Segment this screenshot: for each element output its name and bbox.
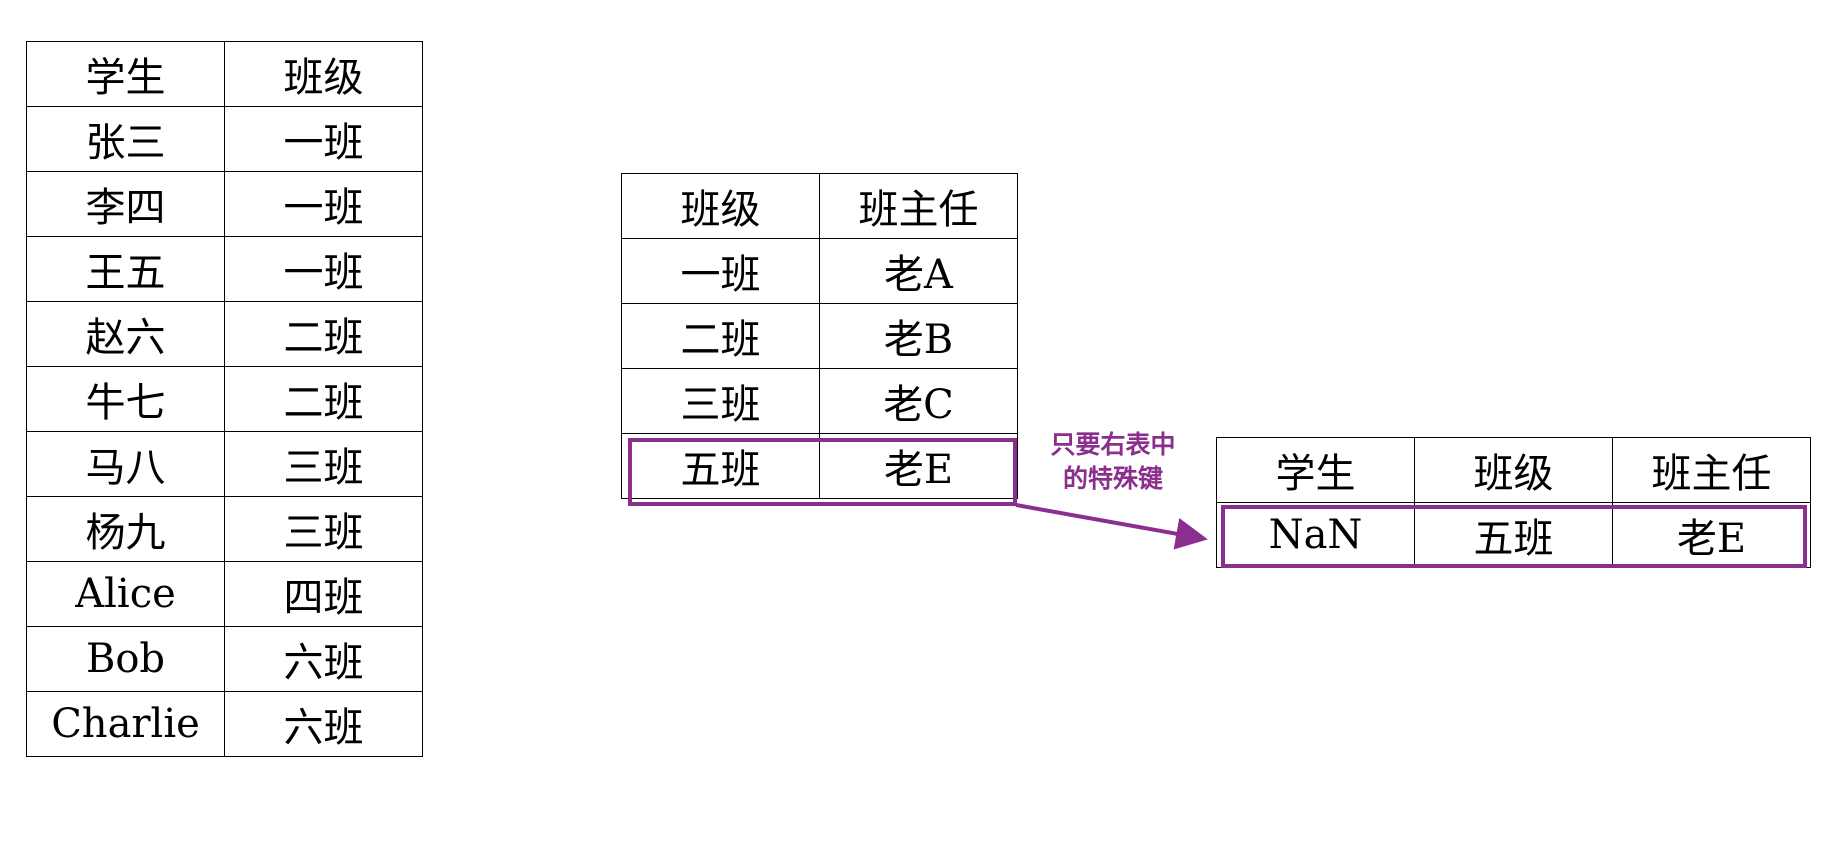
header-cell: 学生 xyxy=(1216,437,1415,503)
table-cell: 一班 xyxy=(224,171,423,237)
header-cell: 班主任 xyxy=(819,173,1018,239)
table-cell: 三班 xyxy=(224,496,423,562)
header-cell: 班主任 xyxy=(1612,437,1811,503)
annotation-line1: 只要右表中 xyxy=(1050,430,1176,459)
table-row: 五班老E xyxy=(621,433,1018,499)
table-cell: 老A xyxy=(819,238,1018,304)
table-row: 赵六二班 xyxy=(26,301,423,367)
header-cell: 班级 xyxy=(224,41,423,107)
table-row: 牛七二班 xyxy=(26,366,423,432)
table-cell: NaN xyxy=(1216,502,1415,568)
table-cell: 六班 xyxy=(224,626,423,692)
table-cell: 一班 xyxy=(621,238,820,304)
table-cell: 赵六 xyxy=(26,301,225,367)
table-cell: 六班 xyxy=(224,691,423,757)
table-row: 二班老B xyxy=(621,303,1018,369)
table-cell: 二班 xyxy=(224,301,423,367)
table-cell: Alice xyxy=(26,561,225,627)
table-cell: 四班 xyxy=(224,561,423,627)
table-cell: 老E xyxy=(819,433,1018,499)
header-row: 学生班级班主任 xyxy=(1216,437,1811,503)
annotation-note: 只要右表中 的特殊键 xyxy=(1030,428,1196,496)
header-cell: 班级 xyxy=(621,173,820,239)
table-cell: 马八 xyxy=(26,431,225,497)
table-row: 杨九三班 xyxy=(26,496,423,562)
table-row: 马八三班 xyxy=(26,431,423,497)
table-cell: 一班 xyxy=(224,236,423,302)
table-cell: 牛七 xyxy=(26,366,225,432)
table-row: 李四一班 xyxy=(26,171,423,237)
result-highlight-box xyxy=(1221,505,1807,568)
teachers-highlight-box xyxy=(628,438,1017,506)
table-cell: Charlie xyxy=(26,691,225,757)
table-cell: 老B xyxy=(819,303,1018,369)
table-cell: 张三 xyxy=(26,106,225,172)
header-cell: 班级 xyxy=(1414,437,1613,503)
table-cell: 三班 xyxy=(224,431,423,497)
header-row: 班级班主任 xyxy=(621,173,1018,239)
table-cell: 三班 xyxy=(621,368,820,434)
table-cell: 二班 xyxy=(224,366,423,432)
header-cell: 学生 xyxy=(26,41,225,107)
header-row: 学生班级 xyxy=(26,41,423,107)
table-cell: 二班 xyxy=(621,303,820,369)
table-row: 一班老A xyxy=(621,238,1018,304)
table-cell: 五班 xyxy=(1414,502,1613,568)
annotation-line2: 的特殊键 xyxy=(1062,464,1163,493)
